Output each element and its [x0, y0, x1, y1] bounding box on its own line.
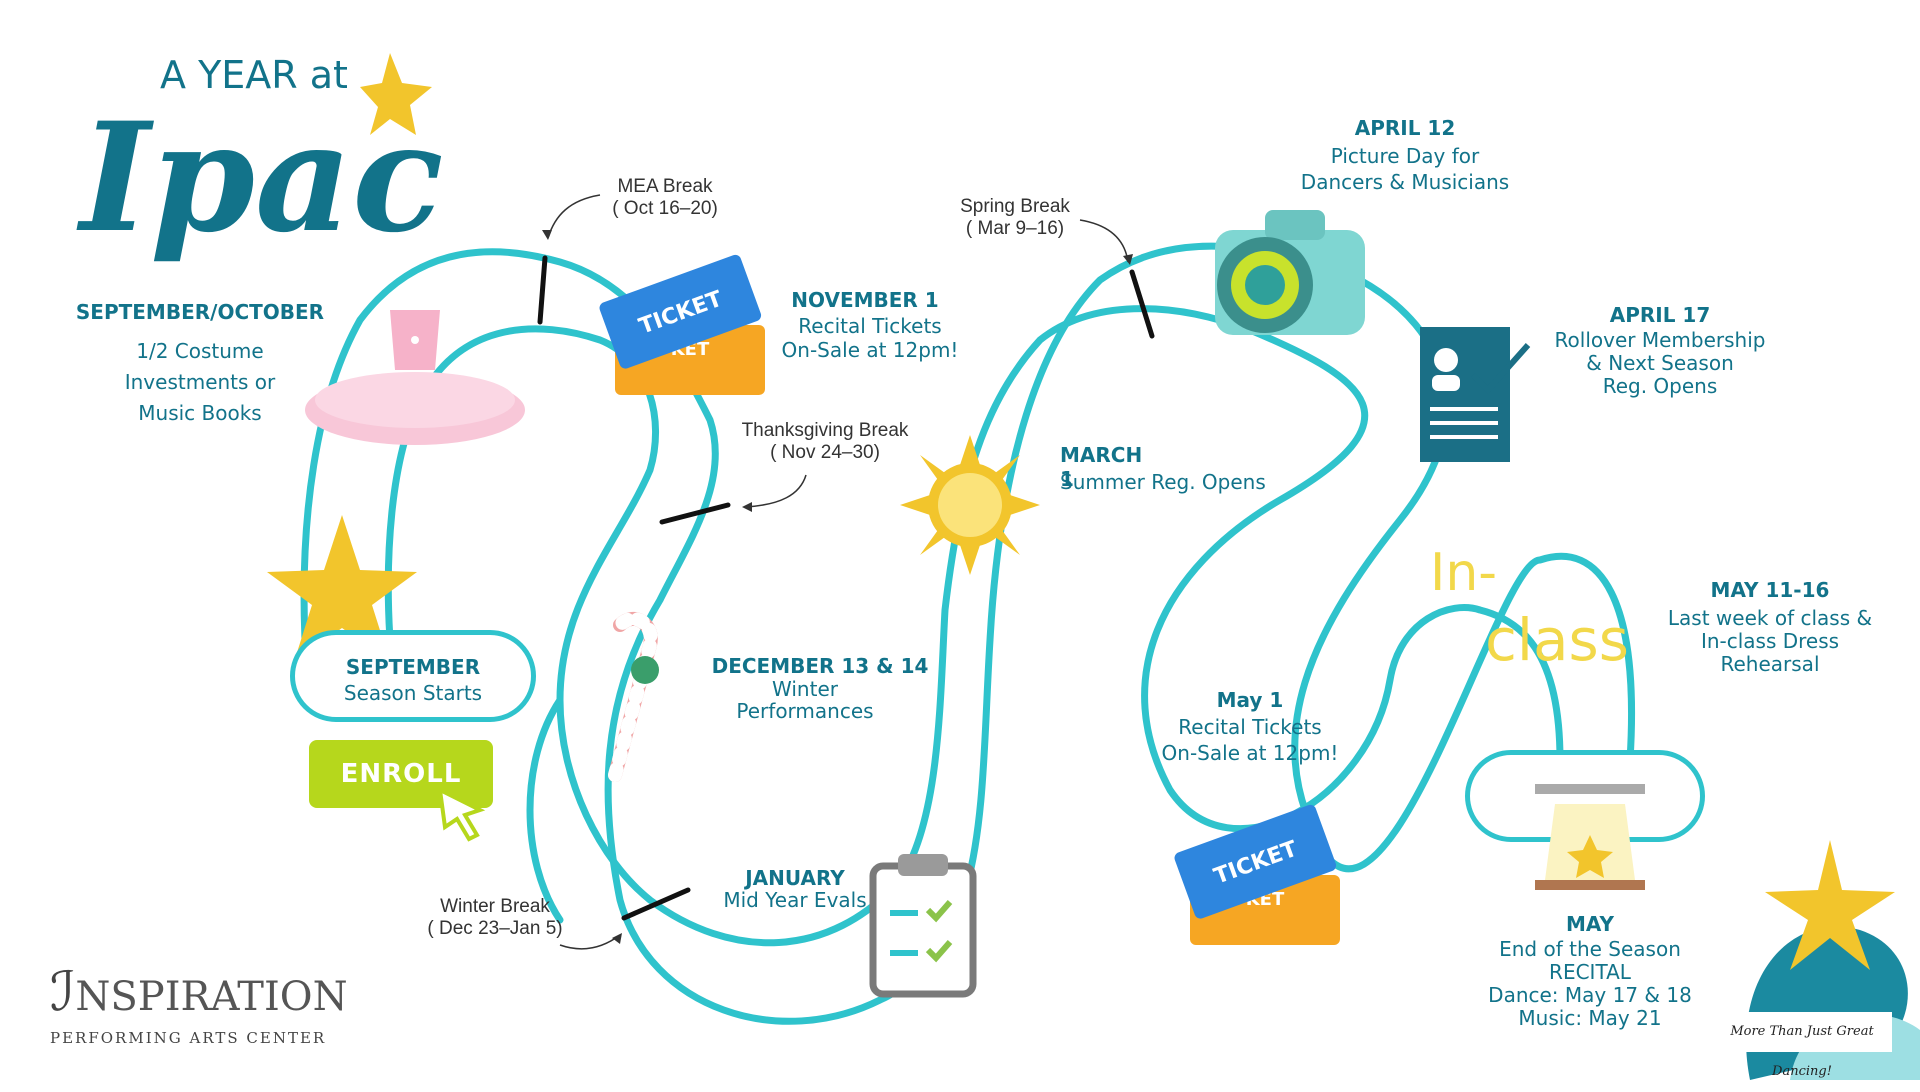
apr12-text: Picture Day for Dancers & Musicians — [1270, 143, 1540, 195]
in-class-line: In- — [1430, 543, 1497, 603]
september-text: Season Starts — [343, 681, 483, 705]
break-line: ( Mar 9–16) — [965, 218, 1065, 239]
tutu-icon — [305, 310, 525, 445]
nov-line: Recital Tickets — [798, 314, 942, 338]
star-icon — [360, 53, 432, 135]
clipboard-icon — [869, 854, 977, 998]
sun-icon — [900, 435, 1040, 575]
jan-heading: JANUARY — [745, 866, 845, 890]
logo-subtitle: PERFORMING ARTS CENTER — [50, 1029, 327, 1047]
logo-initial-icon: ℐ — [50, 960, 76, 1023]
may11-heading: MAY 11-16 — [1710, 578, 1830, 602]
may-line: Dance: May 17 & 18 — [1488, 983, 1692, 1007]
thanksgiving-break-label: Thanksgiving Break ( Nov 24–30) — [720, 420, 930, 464]
title-logo: A YEAR at Ipac — [76, 53, 444, 266]
break-line: ( Oct 16–20) — [612, 198, 718, 219]
ticket-icon: KET TICKET — [1174, 804, 1340, 945]
ticket-icon: KET TICKET — [599, 254, 765, 395]
break-line: Thanksgiving Break — [741, 420, 909, 441]
candy-cane-icon — [608, 612, 659, 782]
enroll-button[interactable]: ENROLL — [309, 740, 493, 808]
nov-heading: NOVEMBER 1 — [791, 288, 939, 312]
stage-icon — [1535, 784, 1645, 890]
apr17-line: Rollover Membership — [1554, 328, 1766, 352]
nov-text: Recital Tickets On-Sale at 12pm! — [770, 314, 970, 362]
may11-line: Rehearsal — [1720, 652, 1820, 676]
sep-oct-line: 1/2 Costume — [136, 339, 264, 363]
sep-oct-line: Music Books — [138, 401, 262, 425]
cursor-icon — [437, 786, 486, 842]
tagline: More Than Just Great Dancing! — [1712, 1012, 1892, 1079]
logo-name-text: NSPIRATION — [75, 974, 348, 1020]
logo-name: ℐNSPIRATION — [50, 960, 348, 1023]
september-pill: SEPTEMBER Season Starts — [290, 630, 536, 722]
september-heading: SEPTEMBER — [345, 655, 481, 679]
nov-line: On-Sale at 12pm! — [781, 338, 959, 362]
may-line: Music: May 21 — [1518, 1006, 1662, 1030]
apr17-line: & Next Season — [1586, 351, 1734, 375]
profile-document-icon — [1420, 327, 1531, 462]
sep-oct-text: 1/2 Costume Investments or Music Books — [80, 336, 320, 429]
mar-heading: MARCH 1 — [1060, 443, 1143, 491]
mar-text: Summer Reg. Opens — [1060, 470, 1266, 494]
apr17-text: Rollover Membership & Next Season Reg. O… — [1540, 329, 1780, 398]
may-line: End of the Season — [1499, 937, 1681, 961]
mea-break-label: MEA Break ( Oct 16–20) — [580, 176, 750, 220]
sep-oct-heading: SEPTEMBER/OCTOBER — [75, 300, 325, 324]
may11-line: In-class Dress — [1700, 629, 1840, 653]
may1-line: On-Sale at 12pm! — [1161, 741, 1339, 765]
may1-heading: May 1 — [1216, 688, 1284, 712]
starfish-icon — [267, 515, 417, 662]
may-line: RECITAL — [1549, 960, 1631, 984]
camera-icon — [1215, 210, 1365, 335]
apr17-heading: APRIL 17 — [1609, 303, 1711, 327]
may1-text: Recital Tickets On-Sale at 12pm! — [1140, 714, 1360, 766]
may1-line: Recital Tickets — [1178, 715, 1322, 739]
break-line: ( Nov 24–30) — [770, 442, 880, 463]
apr12-heading: APRIL 12 — [1354, 116, 1456, 140]
dec-line: Winter — [772, 677, 838, 701]
dec-heading: DECEMBER 13 & 14 — [711, 654, 929, 678]
break-line: Spring Break — [960, 196, 1070, 217]
title-line1: A YEAR at — [160, 53, 348, 97]
dec-text: Winter Performances — [720, 678, 890, 722]
may11-text: Last week of class & In-class Dress Rehe… — [1650, 607, 1890, 676]
in-class-line: class — [1485, 606, 1629, 674]
apr12-line: Dancers & Musicians — [1300, 170, 1510, 194]
break-line: ( Dec 23–Jan 5) — [427, 918, 563, 939]
in-class-label: In- class — [1430, 543, 1629, 674]
break-line: Winter Break — [440, 896, 550, 917]
winter-break-label: Winter Break ( Dec 23–Jan 5) — [410, 896, 580, 940]
break-line: MEA Break — [617, 176, 713, 197]
inspiration-logo: ℐNSPIRATION PERFORMING ARTS CENTER — [50, 960, 348, 1047]
may-text: End of the Season RECITAL Dance: May 17 … — [1460, 938, 1720, 1030]
jan-text: Mid Year Evals — [723, 888, 867, 912]
sep-oct-line: Investments or — [124, 370, 276, 394]
may11-line: Last week of class & — [1667, 606, 1873, 630]
may-heading: MAY — [1566, 912, 1614, 936]
dec-line: Performances — [736, 699, 874, 723]
spring-break-label: Spring Break ( Mar 9–16) — [940, 196, 1090, 240]
apr17-line: Reg. Opens — [1602, 374, 1718, 398]
enroll-label: ENROLL — [340, 759, 462, 789]
apr12-line: Picture Day for — [1330, 144, 1480, 168]
